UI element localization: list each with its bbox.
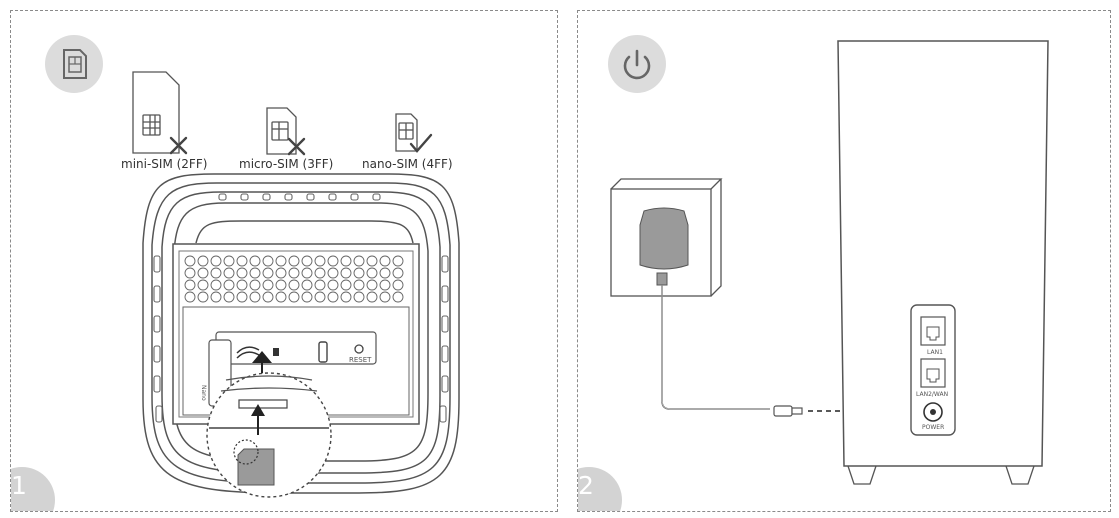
vent-hole xyxy=(340,291,352,303)
vent-hole xyxy=(392,291,404,303)
vent-hole xyxy=(249,267,261,279)
vent-hole xyxy=(301,255,313,267)
mini-sim-label: mini-SIM (2FF) xyxy=(121,157,208,171)
vent-hole xyxy=(210,255,222,267)
vent-hole xyxy=(314,291,326,303)
vent-hole xyxy=(327,279,339,291)
vent-hole xyxy=(353,291,365,303)
vent-hole xyxy=(249,255,261,267)
vent-hole xyxy=(236,291,248,303)
vent-hole xyxy=(353,255,365,267)
vent-hole xyxy=(262,267,274,279)
sim-card-icon xyxy=(45,35,103,93)
vent-hole xyxy=(392,267,404,279)
vent-hole xyxy=(392,279,404,291)
vent-hole xyxy=(353,279,365,291)
vent-hole xyxy=(314,267,326,279)
vent-hole xyxy=(392,255,404,267)
step-1-panel: mini-SIM (2FF) micro-SIM (3FF) nano-SIM … xyxy=(10,10,558,512)
reset-label: RESET xyxy=(349,356,372,364)
vent-hole xyxy=(236,255,248,267)
vent-hole xyxy=(262,255,274,267)
vent-hole xyxy=(288,267,300,279)
vent-hole xyxy=(275,291,287,303)
lan-wan-port-label: LAN2/WAN xyxy=(916,391,949,398)
vent-hole xyxy=(301,279,313,291)
vent-hole xyxy=(340,267,352,279)
vent-hole xyxy=(197,267,209,279)
vent-hole xyxy=(197,279,209,291)
vent-hole xyxy=(184,291,196,303)
vent-hole xyxy=(340,279,352,291)
vent-hole xyxy=(210,279,222,291)
vent-hole xyxy=(197,291,209,303)
vent-hole xyxy=(223,267,235,279)
vent-hole xyxy=(366,291,378,303)
vent-hole xyxy=(314,255,326,267)
vent-hole xyxy=(288,255,300,267)
vent-hole xyxy=(210,291,222,303)
vent-hole xyxy=(340,255,352,267)
vent-hole xyxy=(249,279,261,291)
vent-hole xyxy=(379,279,391,291)
vent-hole xyxy=(184,267,196,279)
vent-hole xyxy=(301,267,313,279)
vent-hole xyxy=(288,279,300,291)
micro-sim-label: micro-SIM (3FF) xyxy=(239,157,334,171)
vent-hole xyxy=(366,279,378,291)
vent-hole xyxy=(327,291,339,303)
vent-hole xyxy=(288,291,300,303)
vent-hole xyxy=(197,255,209,267)
vent-hole xyxy=(184,255,196,267)
vent-hole xyxy=(236,267,248,279)
vent-hole xyxy=(184,279,196,291)
vent-hole xyxy=(223,279,235,291)
vent-hole xyxy=(353,267,365,279)
vent-hole xyxy=(366,267,378,279)
vent-hole xyxy=(223,255,235,267)
vent-hole xyxy=(327,267,339,279)
nano-slot-label: Nano xyxy=(200,385,207,401)
vent-hole xyxy=(236,279,248,291)
lan1-port-label: LAN1 xyxy=(927,349,943,356)
power-icon xyxy=(608,35,666,93)
vent-hole xyxy=(249,291,261,303)
power-port-label: POWER xyxy=(922,424,945,431)
vent-hole xyxy=(327,255,339,267)
vent-hole xyxy=(275,267,287,279)
vent-hole xyxy=(379,291,391,303)
vent-hole xyxy=(379,267,391,279)
sim-insertion-illustration xyxy=(132,71,460,498)
vent-hole xyxy=(379,255,391,267)
vent-hole xyxy=(275,279,287,291)
vent-hole xyxy=(223,291,235,303)
nano-sim-label: nano-SIM (4FF) xyxy=(362,157,453,171)
step-2-panel: LAN1 LAN2/WAN POWER 2 xyxy=(577,10,1111,512)
vent-hole xyxy=(275,255,287,267)
vent-hole xyxy=(262,279,274,291)
vent-hole xyxy=(314,279,326,291)
vent-hole xyxy=(262,291,274,303)
power-connection-illustration xyxy=(610,40,1049,485)
vent-hole xyxy=(366,255,378,267)
vent-hole xyxy=(210,267,222,279)
vent-hole xyxy=(301,291,313,303)
